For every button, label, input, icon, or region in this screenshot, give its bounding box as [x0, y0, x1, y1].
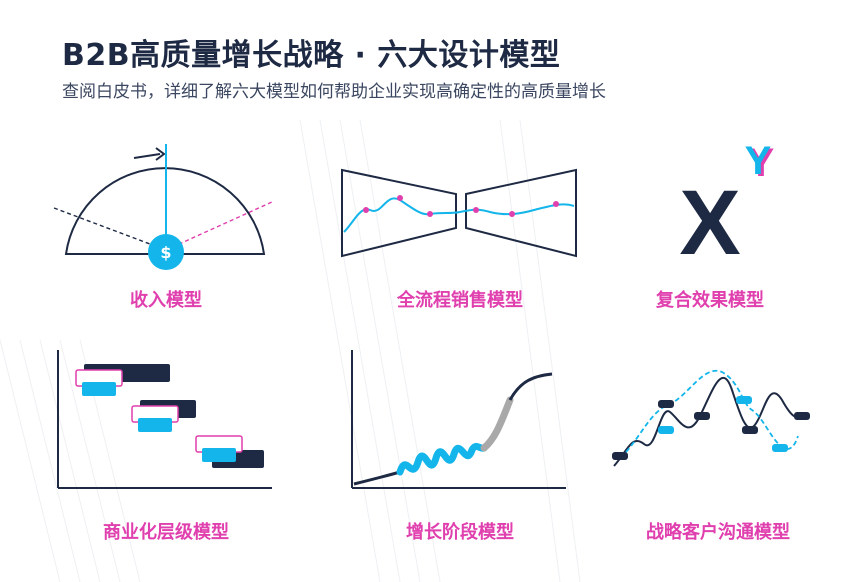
semicircle-gauge-dollar-icon: $ [53, 144, 273, 270]
x-glyph: X [679, 172, 740, 274]
page-subtitle: 查阅白皮书，详细了解六大模型如何帮助企业实现高确定性的高质量增长 [62, 82, 606, 102]
model-label: 商业化层级模型 [103, 522, 229, 543]
bowtie-funnel-icon [341, 168, 577, 258]
y-glyph: Y [745, 139, 772, 183]
y-glyph-shadow: Y [748, 141, 775, 185]
model-compound-effect[interactable]: X Y Y 复合效果模型 [580, 136, 840, 336]
model-label: 战略客户沟通模型 [646, 522, 790, 543]
model-full-process-sales[interactable]: 全流程销售模型 [330, 136, 590, 336]
model-growth-stage[interactable]: 增长阶段模型 [330, 350, 590, 550]
model-label: 复合效果模型 [656, 290, 764, 311]
growth-s-curve-icon [351, 350, 566, 489]
model-label: 增长阶段模型 [406, 522, 514, 543]
page-title: B2B高质量增长战略 · 六大设计模型 [62, 38, 561, 73]
x-power-y-icon: X Y Y [679, 139, 775, 274]
model-commercial-tier[interactable]: 商业化层级模型 [36, 350, 296, 550]
model-label: 全流程销售模型 [397, 290, 523, 311]
dollar-glyph: $ [160, 243, 171, 262]
model-label: 收入模型 [130, 290, 202, 311]
model-strategic-customer-communication[interactable]: 战略客户沟通模型 [588, 350, 848, 550]
communication-waves-icon [612, 369, 810, 467]
layered-bars-icon [57, 350, 272, 489]
model-revenue[interactable]: $ 收入模型 [36, 136, 296, 336]
